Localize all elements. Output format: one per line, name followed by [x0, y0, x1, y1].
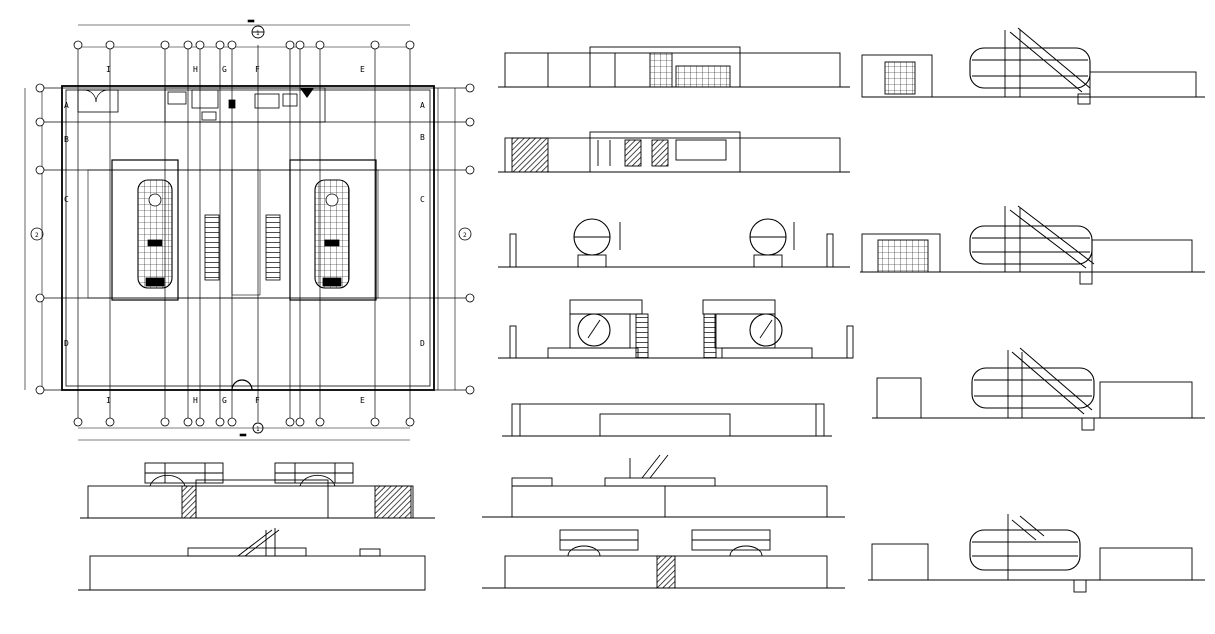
grid-label-bottom-4: E	[360, 396, 365, 405]
elevation-mid-7	[482, 529, 845, 589]
grid-label-left-2: C	[64, 195, 69, 204]
plan-stair-right	[265, 214, 281, 281]
elevation-mid-5	[502, 403, 832, 437]
floor-plan	[24, 19, 472, 441]
plan-outer-wall	[61, 85, 435, 391]
axis-bubble-left: 2	[35, 232, 39, 239]
plan-horizontal-grid	[40, 87, 470, 391]
elevation-mid-3	[498, 218, 850, 268]
elevation-front-plan-below	[80, 462, 435, 519]
axis-bubble-bottom: 1	[256, 426, 260, 433]
grid-label-top-3: F	[255, 65, 260, 74]
plan-tank-left	[137, 179, 173, 289]
plan-bubbles-right	[465, 83, 475, 395]
elevation-side-plan-below	[78, 528, 426, 591]
grid-label-left-3: D	[64, 339, 69, 348]
grid-label-right-0: A	[420, 101, 425, 110]
grid-label-left-1: B	[64, 135, 69, 144]
axis-bubble-top: 1	[256, 30, 260, 37]
plan-bubbles-bottom	[73, 417, 415, 427]
grid-label-bottom-0: I	[106, 396, 111, 405]
plan-tank-room-right	[289, 159, 377, 301]
plan-grid-bubbles	[35, 40, 475, 427]
elevation-mid-4	[498, 299, 854, 359]
grid-label-left-0: A	[64, 101, 69, 110]
grid-label-top-2: G	[222, 65, 227, 74]
grid-label-right-1: B	[420, 133, 425, 142]
elevation-mid-6	[482, 454, 845, 518]
tank-section-4	[868, 514, 1205, 593]
grid-label-top-0: I	[106, 65, 111, 74]
grid-label-top-1: H	[193, 65, 198, 74]
tank-section-3	[872, 347, 1205, 431]
plan-tank-right	[314, 179, 350, 289]
plan-service-room	[164, 87, 326, 123]
grid-label-right-3: D	[420, 339, 425, 348]
grid-label-bottom-3: F	[255, 396, 260, 405]
grid-label-right-2: C	[420, 195, 425, 204]
plan-dimension-lines	[24, 19, 456, 441]
plan-tank-room-left	[111, 159, 179, 301]
grid-label-top-4: E	[360, 65, 365, 74]
axis-bubble-right: 2	[463, 232, 467, 239]
tank-section-2	[860, 205, 1205, 285]
plan-room-top-left	[77, 89, 119, 113]
grid-label-bottom-2: G	[222, 396, 227, 405]
plan-vertical-grid	[77, 45, 411, 422]
tank-section-1	[861, 27, 1205, 105]
grid-label-bottom-1: H	[193, 396, 198, 405]
plan-bubbles-left	[35, 83, 45, 395]
elevation-mid-2	[498, 131, 850, 173]
plan-bubbles-top	[73, 40, 415, 50]
plan-stair-left	[204, 214, 220, 281]
elevation-mid-1	[498, 46, 850, 88]
plan-grid-labels: I H G F E I H G F E A B C D A B C D 1 1 …	[35, 30, 467, 433]
